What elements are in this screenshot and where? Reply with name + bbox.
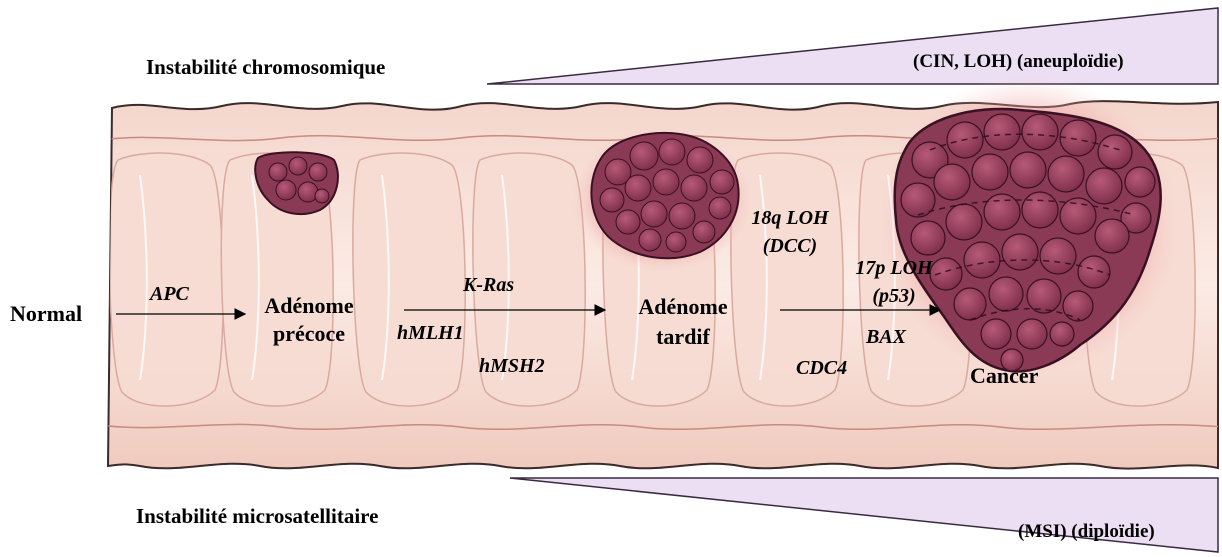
stage-early-adenoma-line2: précoce [254,320,364,348]
stage-early-adenoma-label: Adénome précoce [254,292,364,348]
chromosomal-instability-title: Instabilité chromosomique [146,55,385,80]
cin-wedge-label: (CIN, LOH) (aneuploïdie) [913,51,1124,73]
gene-18q-loh-line1: 18q LOH [730,204,850,232]
microsatellite-instability-title: Instabilité microsatellitaire [136,504,378,529]
stage-normal-label: Normal [10,301,82,327]
gene-hmlh1-label: hMLH1 [397,322,464,345]
stage-late-adenoma-line2: tardif [628,322,738,352]
msi-wedge-label: (MSI) (diploïdie) [1018,521,1155,543]
cancer-tumor [878,75,1178,375]
gene-apc-label: APC [150,283,189,306]
gene-cdc4-label: CDC4 [796,357,847,380]
stage-late-adenoma-line1: Adénome [628,292,738,322]
stage-early-adenoma-line1: Adénome [254,292,364,320]
stage-late-adenoma-label: Adénome tardif [628,292,738,352]
stage-cancer-label: Cancer [970,363,1038,389]
gene-17p-loh-line1: 17p LOH [836,254,952,282]
late-adenoma-polyp [572,128,752,272]
gene-hmsh2-label: hMSH2 [479,355,545,378]
gene-18q-loh-line2: (DCC) [730,232,850,260]
gene-17p-loh-line2: (p53) [836,282,952,310]
gene-17p-loh-label: 17p LOH (p53) [836,254,952,310]
gene-18q-loh-label: 18q LOH (DCC) [730,204,850,260]
gene-bax-label: BAX [866,326,906,349]
gene-kras-label: K-Ras [463,274,514,297]
